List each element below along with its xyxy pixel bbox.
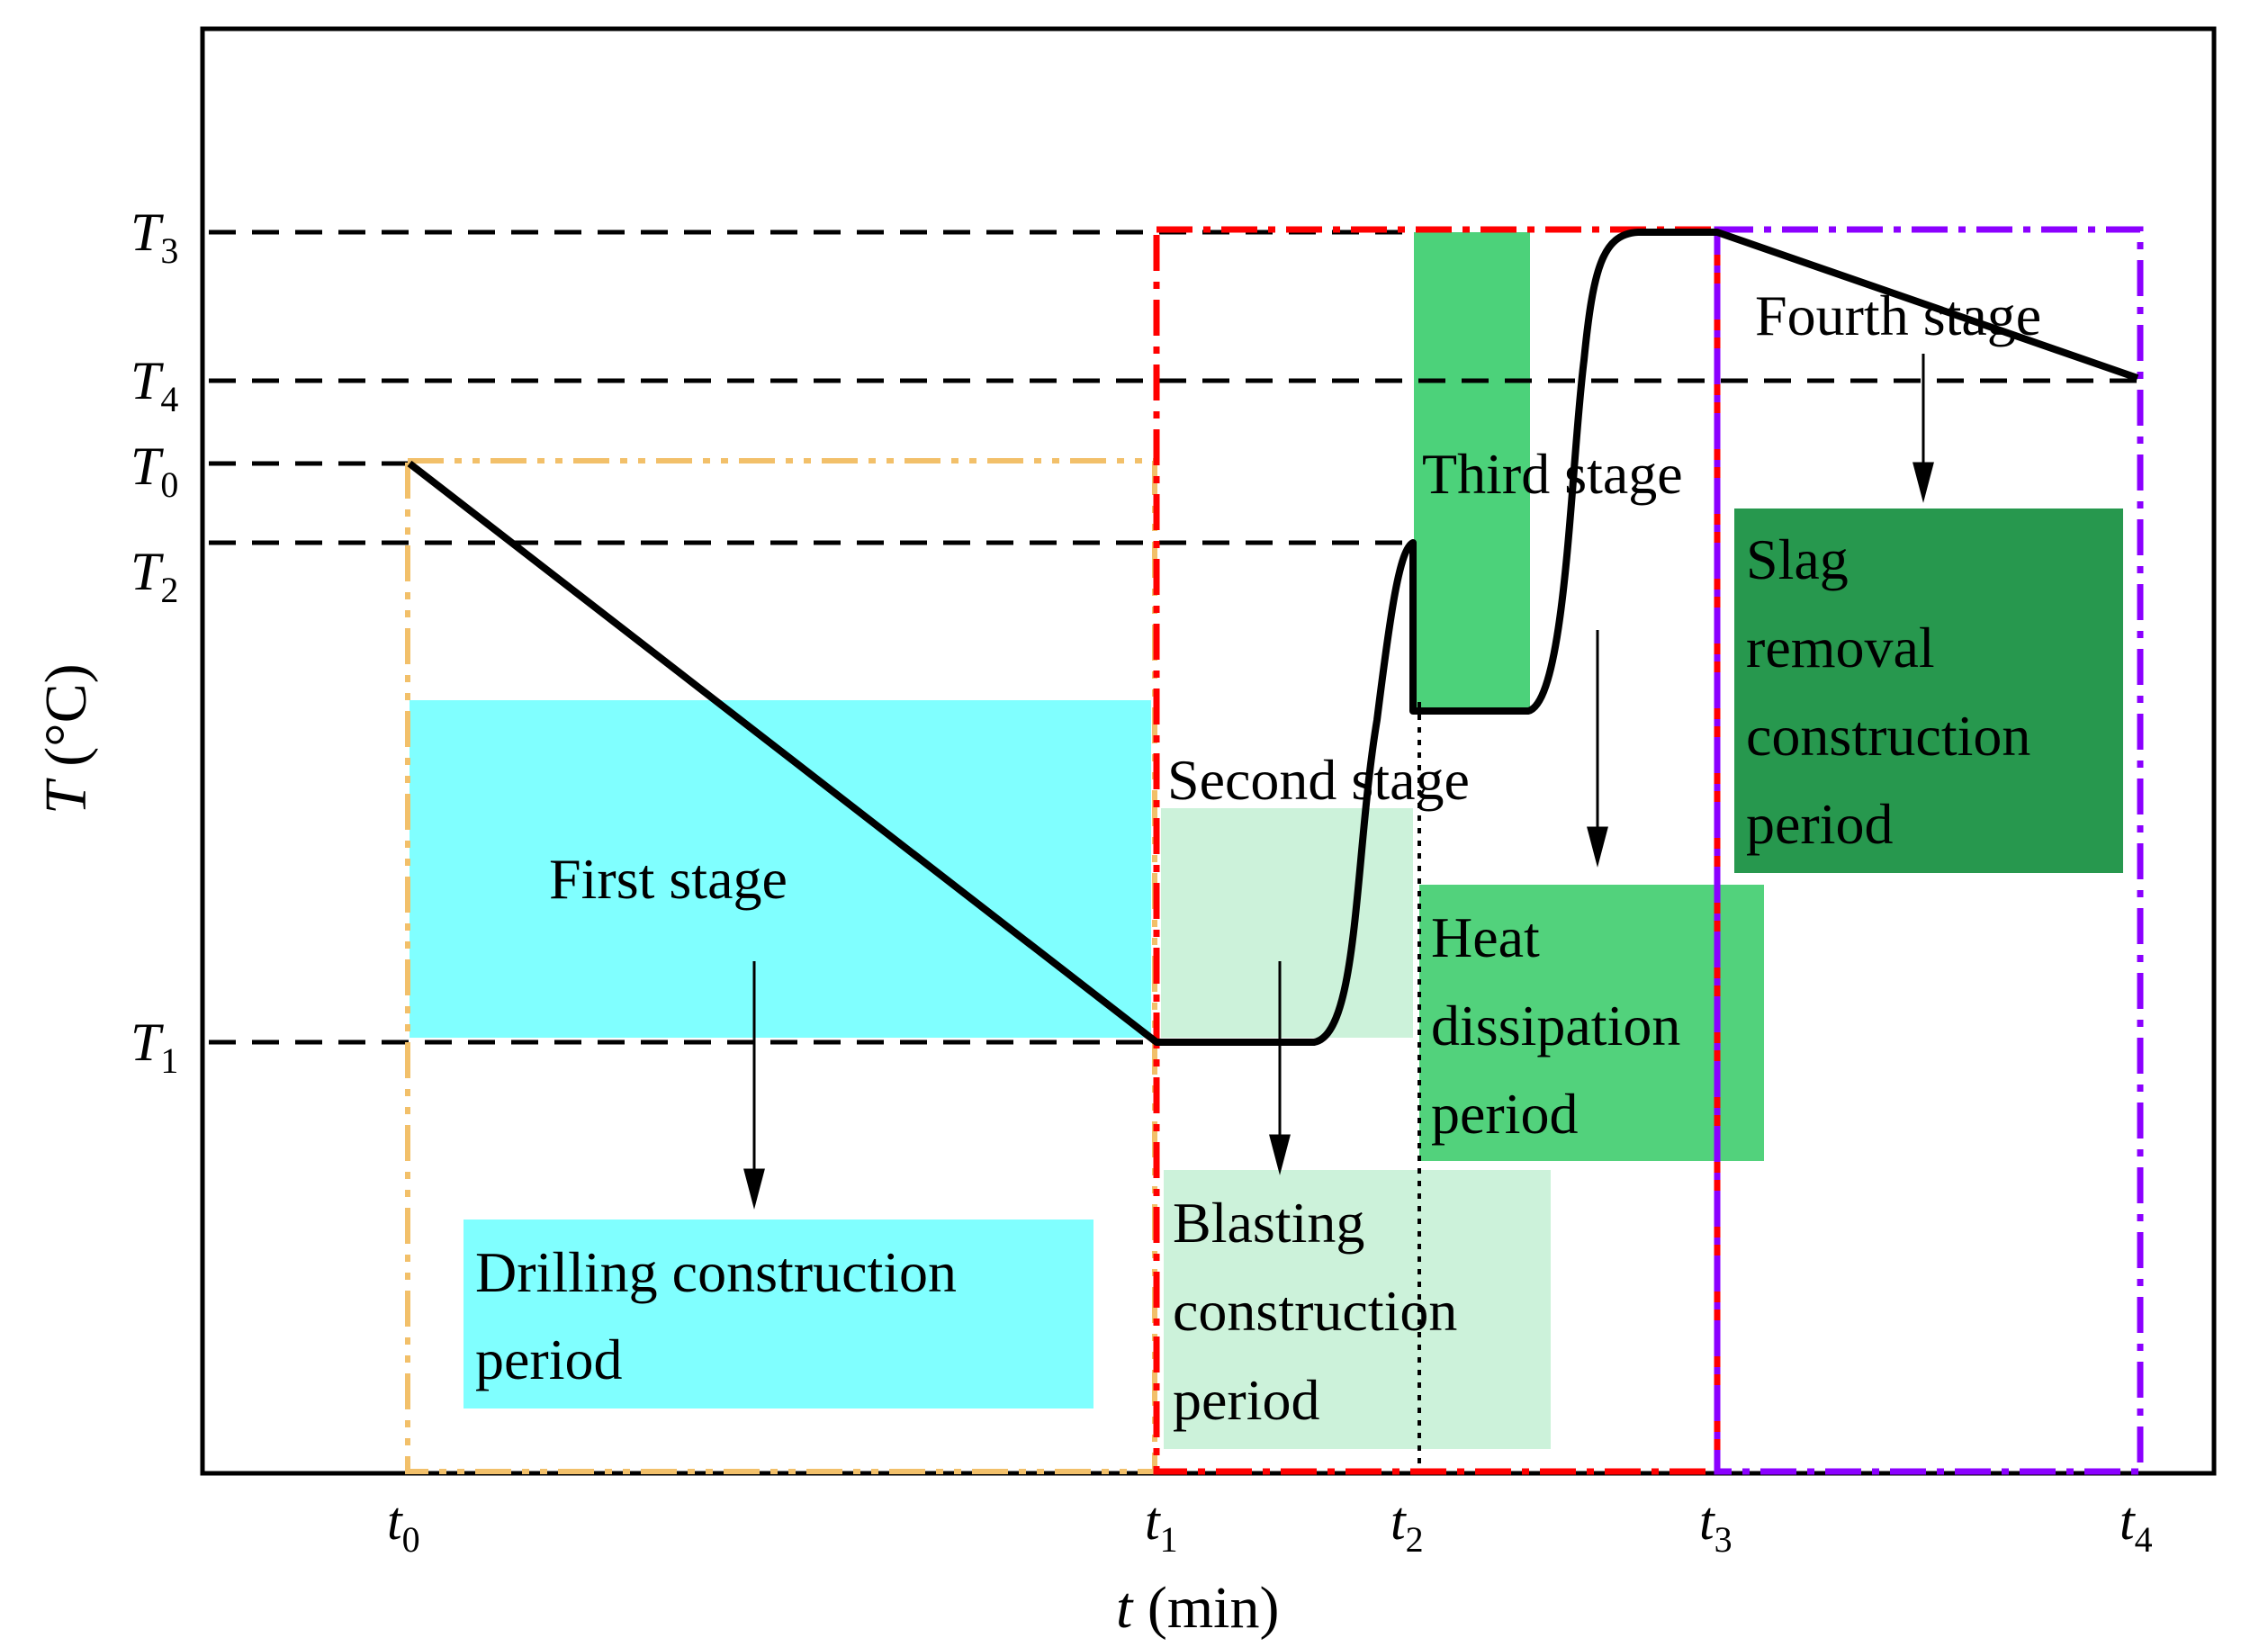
plot-frame [200, 26, 2217, 1476]
y-tick-t2: T2 [130, 542, 178, 610]
arrow-third-head [1587, 826, 1608, 868]
third-stage-label: Third stage [1422, 442, 1683, 506]
arrow-fourth-head [1912, 462, 1934, 503]
x-tick-t3: t3 [1699, 1491, 1732, 1560]
x-tick-t4: t4 [2120, 1491, 2153, 1560]
x-tick-t2: t2 [1390, 1491, 1424, 1560]
fourth-stage-frame [1714, 226, 2144, 1475]
arrows [743, 354, 1934, 1210]
y-tick-t4: T4 [130, 351, 178, 419]
x-axis-title: t (min) [1116, 1575, 1279, 1641]
second-stage-box [1161, 808, 1413, 1038]
slag-period-box [1734, 508, 2123, 873]
x-tick-t0: t0 [387, 1491, 420, 1560]
second-stage-label: Second stage [1167, 748, 1470, 812]
y-tick-t0: T0 [130, 436, 178, 505]
arrow-second-head [1269, 1134, 1291, 1175]
y-tick-t3: T3 [130, 202, 178, 271]
heat-period-label: Heat dissipation period [1431, 905, 1695, 1146]
blasting-period-box [1164, 1170, 1551, 1449]
drilling-period-box [464, 1220, 1094, 1408]
arrow-first-head [743, 1168, 765, 1210]
drilling-period-label: Drilling construction period [475, 1240, 971, 1391]
first-stage-label: First stage [549, 847, 788, 911]
third-stage-box [1414, 232, 1530, 709]
y-axis-title: T (°C) [33, 663, 99, 814]
heat-period-box [1419, 885, 1764, 1161]
temperature-curve [407, 229, 2139, 1046]
fourth-stage-label: Fourth stage [1755, 284, 2041, 347]
first-stage-box [410, 700, 1151, 1038]
y-tick-t1: T1 [130, 1012, 178, 1081]
slag-period-label: Slag removal construction period [1746, 527, 2045, 856]
blasting-period-label: Blasting construction period [1173, 1191, 1472, 1432]
reference-lines [209, 230, 2138, 1045]
x-tick-t1: t1 [1145, 1491, 1178, 1560]
